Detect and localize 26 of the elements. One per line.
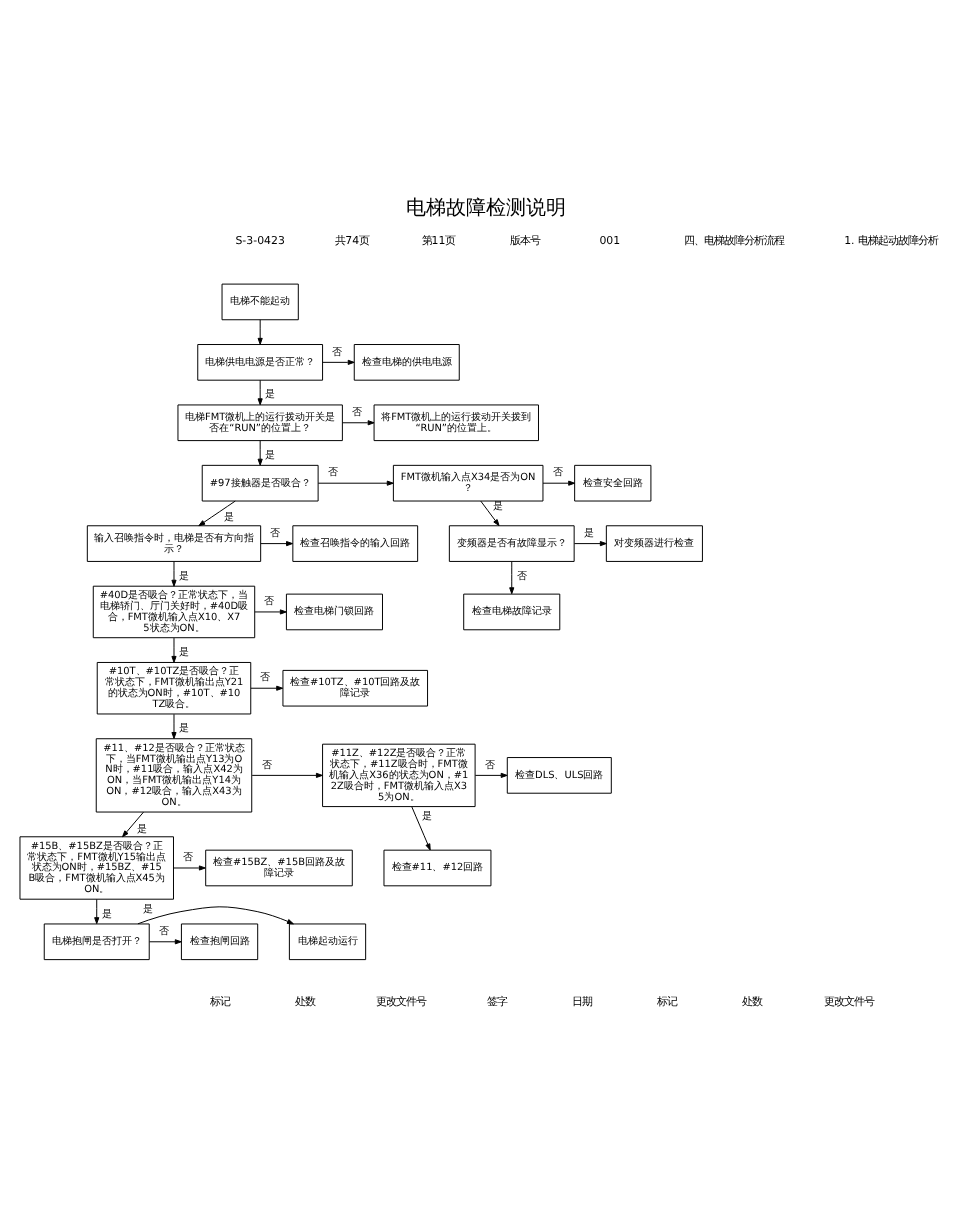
arrow <box>257 378 263 405</box>
arrow <box>480 499 500 526</box>
arrow <box>260 540 293 546</box>
arrow <box>342 419 375 425</box>
arrow <box>254 608 287 614</box>
arrow <box>122 810 144 837</box>
arrow <box>322 358 355 364</box>
arrow <box>317 479 394 485</box>
diagram-title: 电梯故障检测说明 <box>406 196 566 219</box>
arrow <box>573 540 607 546</box>
arrow <box>474 771 508 777</box>
arrow <box>257 439 263 465</box>
arrow <box>257 318 263 344</box>
arrow <box>137 905 294 924</box>
arrow <box>250 684 284 690</box>
arrow <box>509 560 515 594</box>
arrow <box>171 636 177 662</box>
arrow <box>251 771 323 777</box>
arrow <box>411 805 431 850</box>
arrow <box>198 499 236 526</box>
arrow <box>542 479 576 485</box>
arrow <box>173 864 206 870</box>
arrow <box>171 560 177 586</box>
arrow <box>149 938 182 944</box>
arrow <box>171 712 177 738</box>
arrow <box>94 897 100 924</box>
